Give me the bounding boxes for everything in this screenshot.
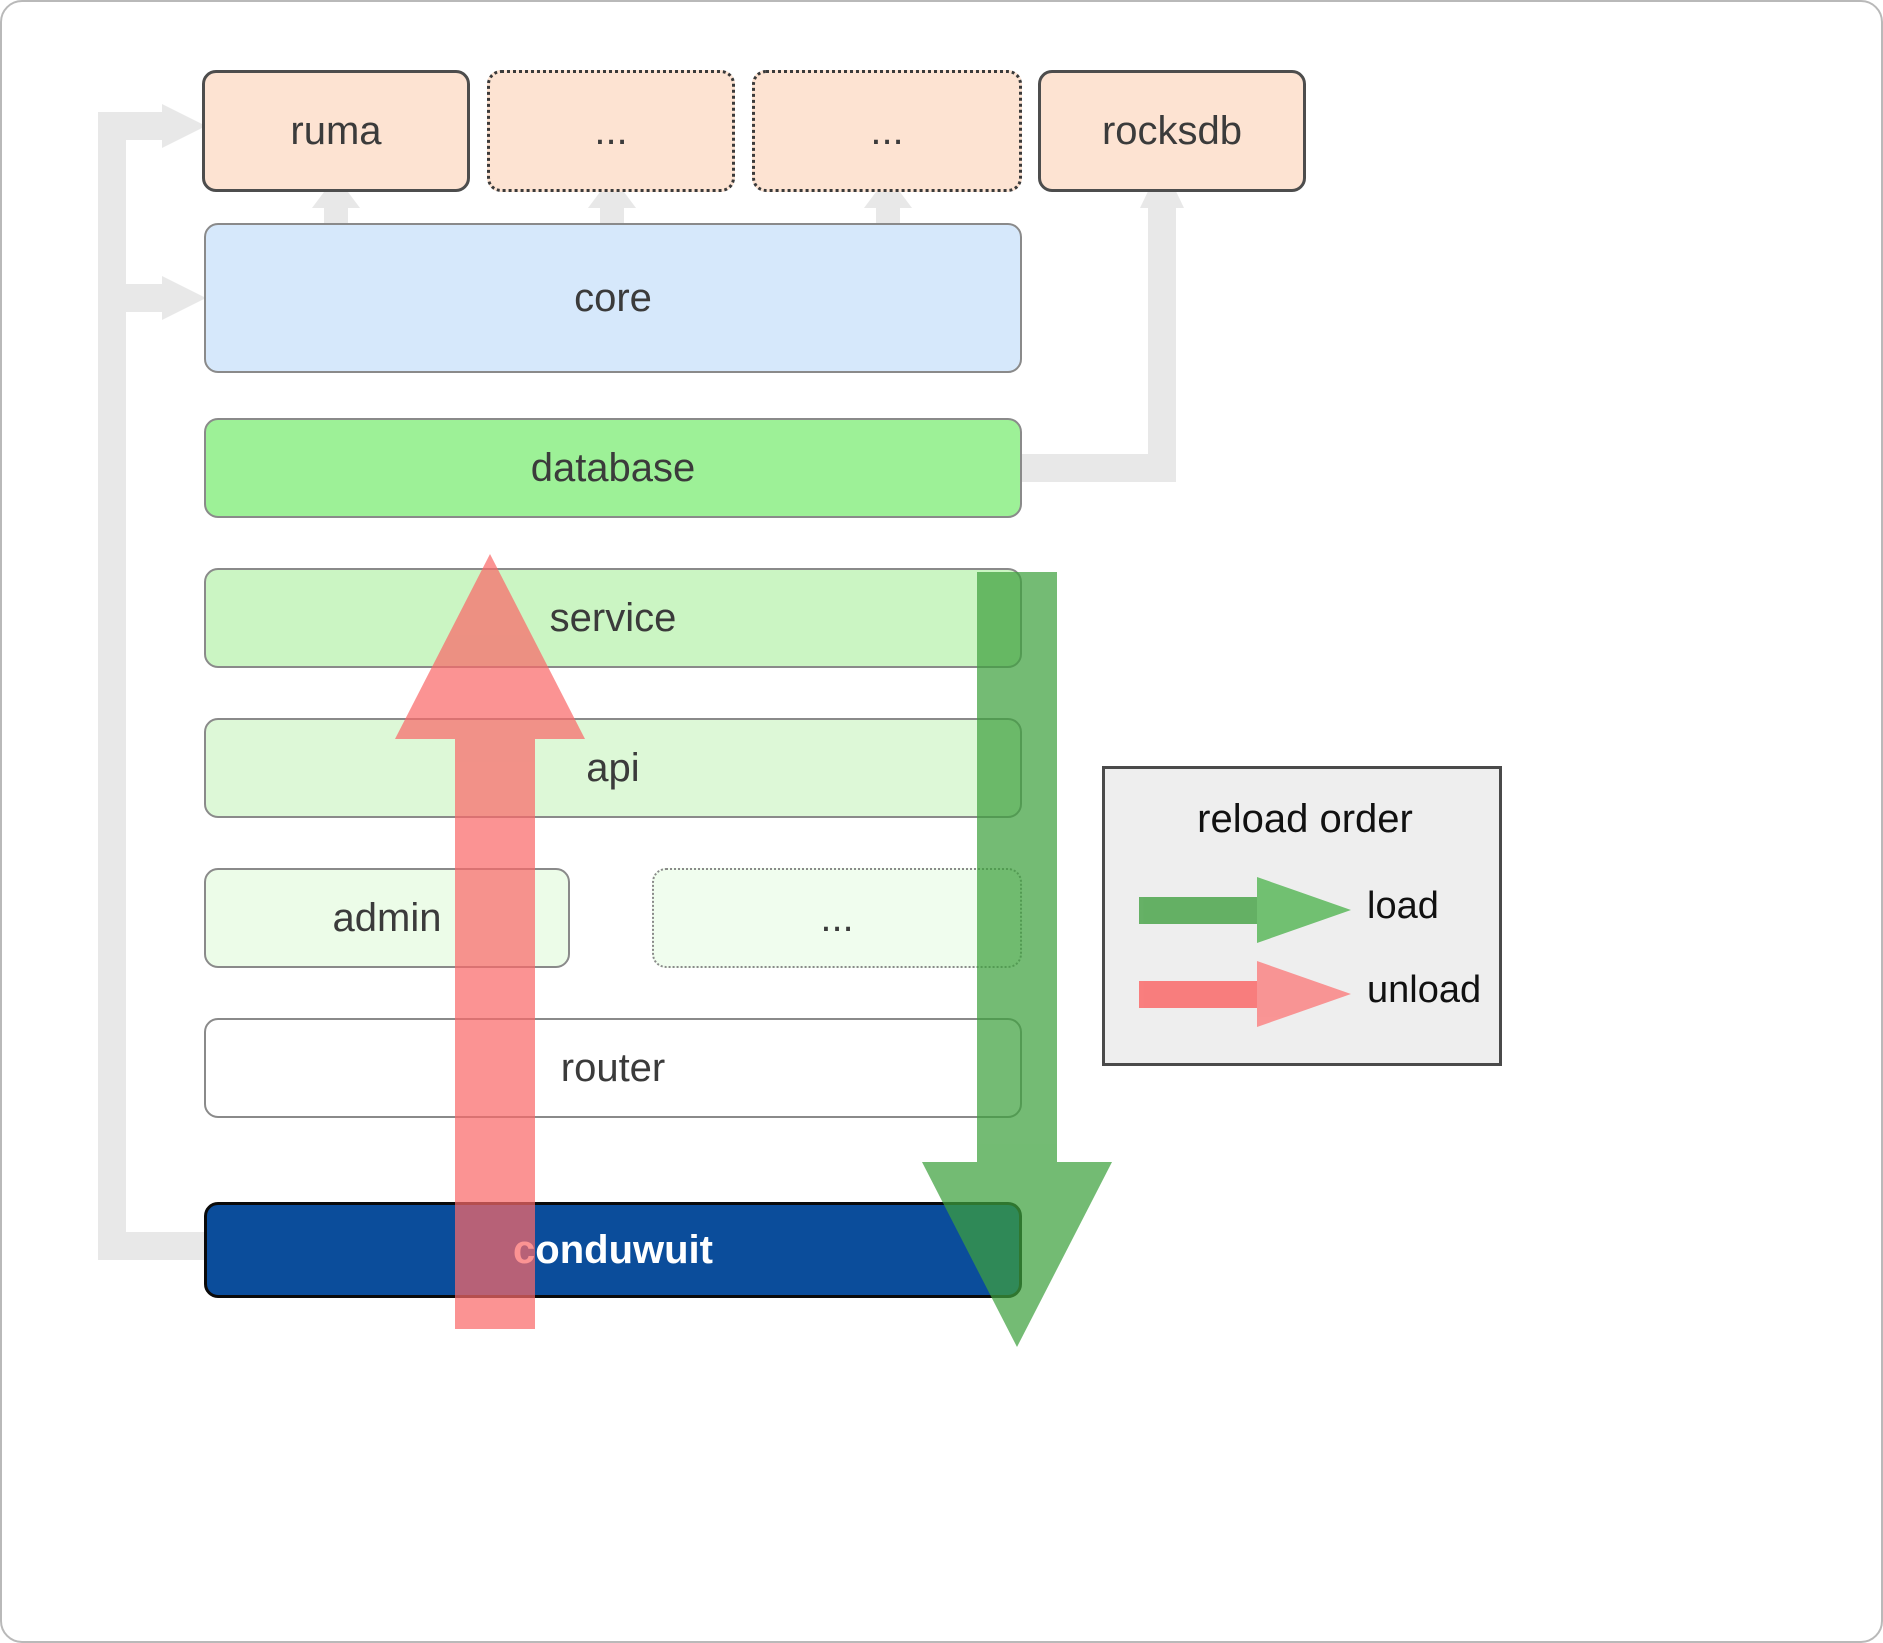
node-core[interactable]: core [204,223,1022,373]
node-stack-placeholder[interactable]: ... [652,868,1022,968]
node-dependency-placeholder-1-label: ... [594,108,628,153]
connector-database-to-rocksdb [1020,162,1184,482]
node-dependency-placeholder-2-label: ... [870,108,904,153]
node-router-label: router [560,1045,666,1090]
node-dependency-placeholder-1[interactable]: ... [487,70,735,192]
legend-row-unload: unload [1105,951,1505,1035]
node-rocksdb-label: rocksdb [1101,108,1243,153]
node-service[interactable]: service [204,568,1022,668]
node-conduwuit[interactable]: conduwuit [204,1202,1022,1298]
node-database-label: database [530,445,696,490]
node-rocksdb[interactable]: rocksdb [1038,70,1306,192]
node-conduwuit-label: conduwuit [513,1227,713,1272]
node-router[interactable]: router [204,1018,1022,1118]
legend-label-load: load [1367,885,1439,927]
node-ruma[interactable]: ruma [202,70,470,192]
load-arrow-icon [1139,877,1351,943]
node-admin[interactable]: admin [204,868,570,968]
legend-row-load: load [1105,867,1505,951]
node-database[interactable]: database [204,418,1022,518]
legend-title: reload order [1197,797,1413,841]
legend-panel: reload order load unload [1102,766,1502,1066]
node-stack-placeholder-label: ... [820,895,854,940]
node-core-label: core [574,275,652,320]
node-service-label: service [549,595,677,640]
node-api[interactable]: api [204,718,1022,818]
legend-label-unload: unload [1367,969,1482,1011]
unload-arrow-icon [1139,961,1351,1027]
node-ruma-label: ruma [290,108,382,153]
node-admin-label: admin [332,895,442,940]
node-api-label: api [586,745,640,790]
node-dependency-placeholder-2[interactable]: ... [752,70,1022,192]
